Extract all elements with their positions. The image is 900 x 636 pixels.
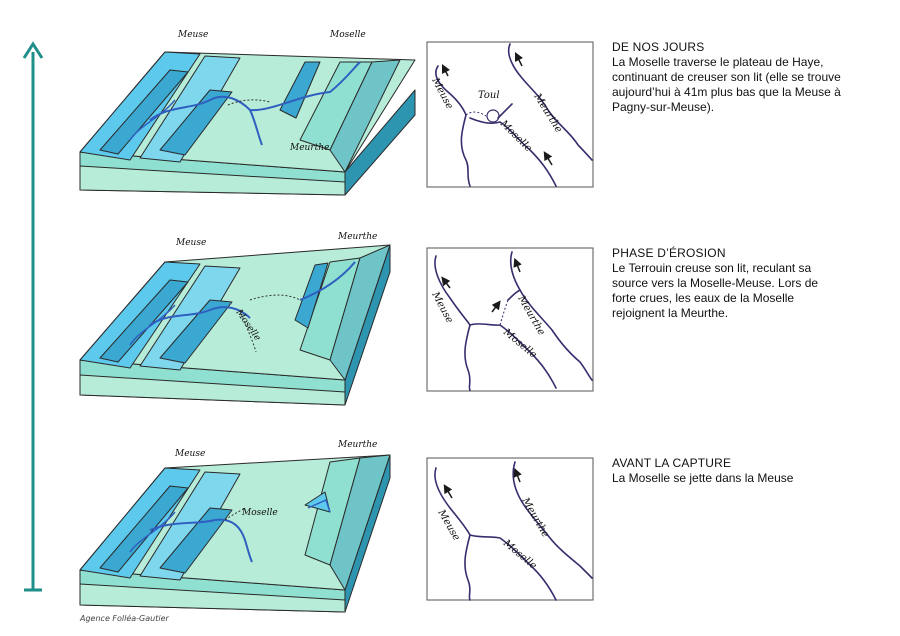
block3-label-meurthe: Meurthe xyxy=(337,440,377,450)
block1-label-moselle: Moselle xyxy=(329,30,366,40)
map-present xyxy=(426,41,594,188)
panel-present-text: DE NOS JOURS La Moselle traverse le plat… xyxy=(612,40,842,115)
block3-label-moselle: Moselle xyxy=(241,508,278,518)
panel-erosion-description: Le Terrouin creuse son lit, reculant sa … xyxy=(612,261,819,320)
map1-label-toul: Toul xyxy=(478,90,500,101)
panel-present-description: La Moselle traverse le plateau de Haye, … xyxy=(612,55,841,114)
panel-present-heading: DE NOS JOURS xyxy=(612,40,705,54)
block3-label-meuse: Meuse xyxy=(174,449,205,459)
block-diagram-erosion xyxy=(79,244,391,406)
panel-before-description: La Moselle se jette dans la Meuse xyxy=(612,471,794,485)
panel-erosion-heading: PHASE D’ÉROSION xyxy=(612,246,726,260)
credit-text: Agence Folléa-Gautier xyxy=(80,614,169,623)
block1-label-meurthe: Meurthe xyxy=(289,143,329,153)
map-erosion xyxy=(426,247,594,392)
block1-label-meuse: Meuse xyxy=(177,30,208,40)
panel-erosion-text: PHASE D’ÉROSION Le Terrouin creuse son l… xyxy=(612,246,842,321)
panel-before-text: AVANT LA CAPTURE La Moselle se jette dan… xyxy=(612,456,842,486)
panel-before-heading: AVANT LA CAPTURE xyxy=(612,456,732,470)
block2-label-meuse: Meuse xyxy=(175,238,206,248)
block-diagram-before xyxy=(79,454,391,613)
block2-label-meurthe: Meurthe xyxy=(337,232,377,242)
time-arrow xyxy=(22,41,44,592)
map-before xyxy=(426,457,594,601)
block-diagram-present xyxy=(79,51,416,196)
